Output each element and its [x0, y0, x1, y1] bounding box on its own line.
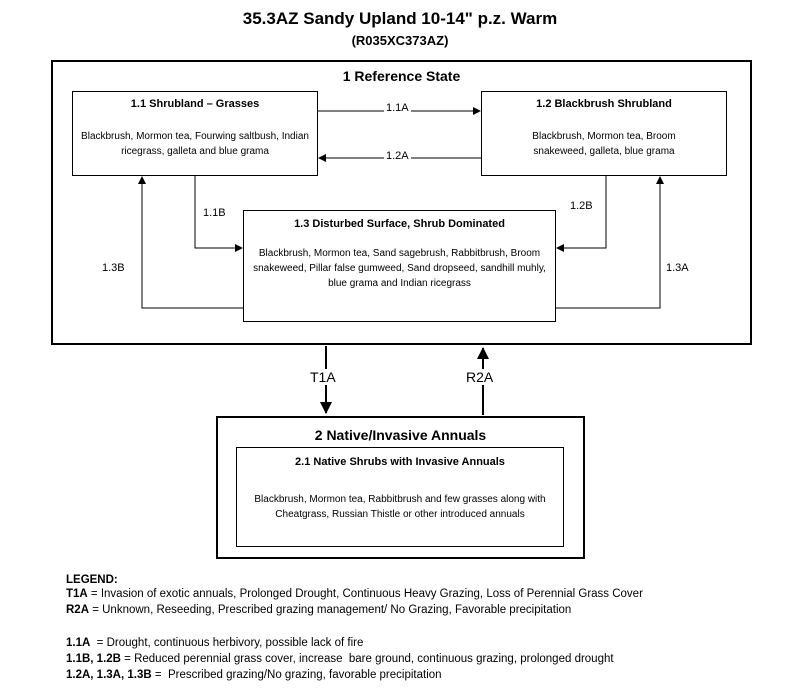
legend-item: 1.1A = Drought, continuous herbivory, po…: [66, 637, 363, 649]
arrow-1-3a: [556, 176, 664, 309]
legend-text: = Prescribed grazing/No grazing, favorab…: [151, 669, 442, 681]
label-1-2a: 1.2A: [384, 150, 411, 162]
arrow-1-1b: [194, 176, 243, 252]
phase-1-2-description: Blackbrush, Mormon tea, Broom snakeweed,…: [532, 131, 676, 157]
arrow-1-3b: [138, 176, 243, 309]
arrow-1-2b: [556, 176, 607, 252]
label-r2a: R2A: [466, 369, 494, 385]
phase-2-1-description: Blackbrush, Mormon tea, Rabbitbrush and …: [254, 494, 546, 520]
label-1-3b: 1.3B: [102, 262, 125, 274]
legend-key: R2A: [66, 604, 90, 616]
phase-1-1-box: 1.1 Shrubland – Grasses Blackbrush, Morm…: [72, 91, 318, 176]
legend-text: = Drought, continuous herbivory, possibl…: [90, 637, 364, 649]
phase-1-3-description: Blackbrush, Mormon tea, Sand sagebrush, …: [253, 248, 546, 289]
legend-item: 1.1B, 1.2B = Reduced perennial grass cov…: [66, 653, 614, 665]
legend-key: 1.2A, 1.3A, 1.3B: [66, 669, 152, 681]
phase-1-2-title: 1.2 Blackbrush Shrubland: [536, 98, 672, 110]
phase-1-1-description: Blackbrush, Mormon tea, Fourwing saltbus…: [81, 131, 309, 157]
phase-1-2-box: 1.2 Blackbrush Shrubland Blackbrush, Mor…: [481, 91, 727, 176]
legend-text: = Reduced perennial grass cover, increas…: [120, 653, 614, 665]
legend-key: 1.1A: [66, 637, 91, 649]
legend-item: T1A = Invasion of exotic annuals, Prolon…: [66, 588, 643, 600]
reference-state-box: 1 Reference State: [51, 60, 752, 345]
native-invasive-state-box: 2 Native/Invasive Annuals: [216, 416, 585, 559]
label-1-3a: 1.3A: [666, 262, 689, 274]
legend-key: 1.1B, 1.2B: [66, 653, 121, 665]
diagram-title: 35.3AZ Sandy Upland 10-14" p.z. Warm: [242, 9, 558, 28]
phase-2-1-box: 2.1 Native Shrubs with Invasive Annuals …: [236, 447, 564, 547]
diagram-subtitle: (R035XC373AZ): [351, 33, 449, 48]
phase-1-1-title: 1.1 Shrubland – Grasses: [130, 98, 260, 110]
label-1-2b: 1.2B: [570, 200, 593, 212]
phase-1-3-title: 1.3 Disturbed Surface, Shrub Dominated: [294, 218, 505, 230]
legend-heading: LEGEND:: [66, 574, 118, 586]
phase-1-3-box: 1.3 Disturbed Surface, Shrub Dominated B…: [243, 210, 556, 322]
native-invasive-state-title: 2 Native/Invasive Annuals: [314, 427, 487, 443]
label-1-1a: 1.1A: [384, 102, 411, 114]
legend-text: = Invasion of exotic annuals, Prolonged …: [87, 588, 643, 600]
legend-item: 1.2A, 1.3A, 1.3B = Prescribed grazing/No…: [66, 669, 442, 681]
label-1-1b: 1.1B: [203, 207, 226, 219]
legend-text: = Unknown, Reseeding, Prescribed grazing…: [89, 604, 572, 616]
legend-item: R2A = Unknown, Reseeding, Prescribed gra…: [66, 604, 571, 616]
reference-state-title: 1 Reference State: [342, 68, 461, 84]
legend-key: T1A: [66, 588, 88, 600]
label-t1a: T1A: [310, 369, 336, 385]
phase-2-1-title: 2.1 Native Shrubs with Invasive Annuals: [295, 456, 505, 468]
